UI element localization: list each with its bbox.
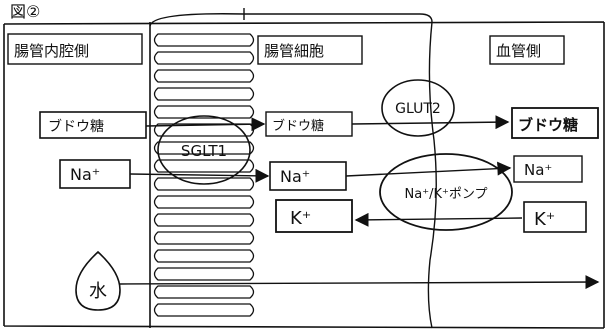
- cell-label-box: [257, 35, 363, 65]
- microvilli: [153, 33, 255, 317]
- na-arrow-cell-to-blood: [345, 161, 512, 177]
- k-blood-label: K⁺: [534, 209, 555, 230]
- k-blood-box: [523, 201, 587, 233]
- glucose-blood-label: ブドウ糖: [518, 116, 578, 134]
- na-blood-label: Na⁺: [524, 161, 552, 179]
- basolateral-boundary-line: [427, 21, 437, 329]
- k-cell-label: K⁺: [290, 208, 311, 229]
- sglt1-label: SGLT1: [181, 142, 227, 160]
- glucose-lumen-label: ブドウ糖: [48, 118, 104, 135]
- region-label-blood: 血管側: [496, 42, 541, 60]
- outer-frame: [3, 21, 605, 329]
- lumen-label-box: [7, 33, 143, 65]
- na-arrow-lumen-to-cell: [129, 168, 270, 183]
- sglt1-transporter: [157, 115, 251, 185]
- na-lumen-label: Na⁺: [70, 165, 100, 184]
- glut2-label: GLUT2: [395, 101, 441, 117]
- region-label-lumen: 腸管内腔側: [14, 42, 89, 60]
- glucose-arrow-lumen-to-cell: [145, 117, 266, 132]
- k-arrow-blood-to-cell: [354, 212, 523, 227]
- figure-label: 図②: [10, 2, 40, 21]
- water-label: 水: [89, 281, 107, 302]
- region-label-cell: 腸管細胞: [264, 42, 324, 60]
- na-k-pump: [379, 153, 513, 231]
- glucose-arrow-cell-to-blood: [351, 115, 510, 130]
- na-k-pump-label: Na⁺/K⁺ポンプ: [405, 187, 488, 202]
- glucose-cell-label: ブドウ糖: [272, 118, 324, 134]
- k-cell-box: [275, 199, 353, 233]
- glut2-transporter: [381, 79, 455, 137]
- water-drop-icon: [75, 250, 121, 311]
- water-arrow: [119, 275, 600, 290]
- na-cell-label: Na⁺: [280, 167, 310, 186]
- blood-label-box: [489, 35, 565, 65]
- na-blood-box: [513, 155, 583, 183]
- glucose-blood-box: [511, 107, 599, 139]
- glucose-lumen-box: [39, 111, 147, 139]
